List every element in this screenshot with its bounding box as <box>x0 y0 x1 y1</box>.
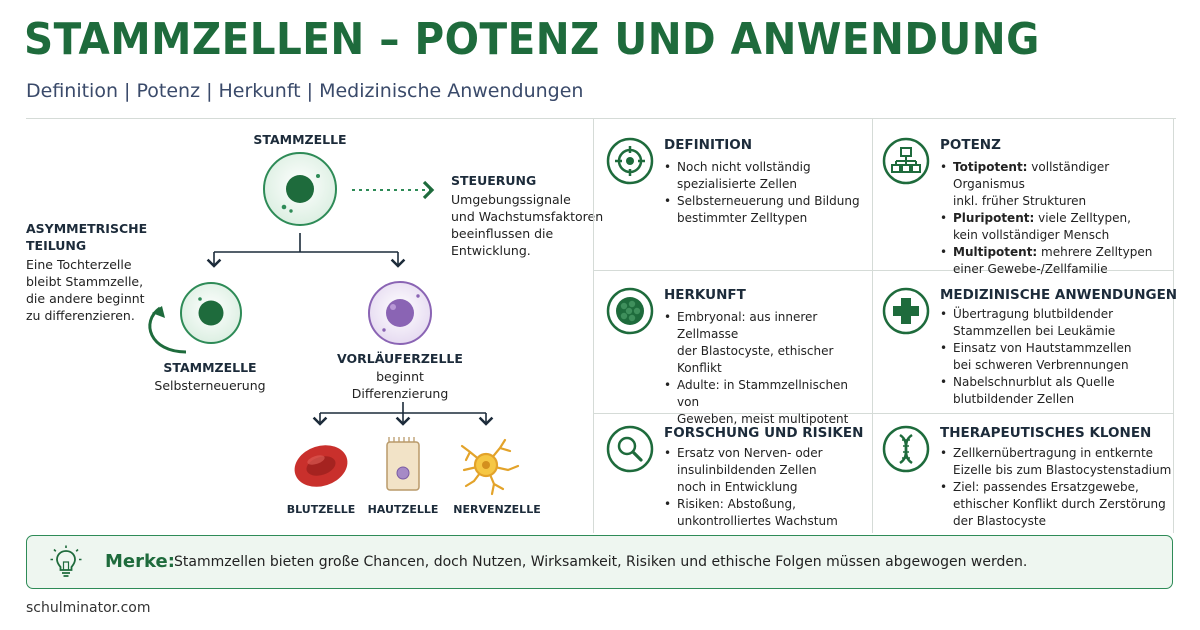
medical-cross-icon <box>882 287 930 335</box>
branch-line <box>214 233 398 253</box>
child-stem-sub: Selbsterneuerung <box>154 378 266 393</box>
grid-divider <box>593 413 1173 414</box>
asym-title: ASYMMETRISCHE TEILUNG <box>26 221 148 253</box>
nerve-cell-label: NERVENZELLE <box>453 503 541 516</box>
footer-source: schulminator.com <box>26 600 151 616</box>
list-item: Ersatz von Nerven- oderinsulinbildenden … <box>664 445 838 496</box>
child-stem-title: STAMMZELLE <box>163 360 257 375</box>
page-subtitle: Definition | Potenz | Herkunft | Medizin… <box>26 80 584 102</box>
progenitor-cell <box>368 281 432 345</box>
card-forschung: FORSCHUNG UND RISIKEN Ersatz von Nerven-… <box>606 425 866 533</box>
card-medizin: MEDIZINISCHE ANWENDUNGEN Übertragung blu… <box>882 287 1177 411</box>
list-item: Ziel: passendes Ersatzgewebe,ethischer K… <box>940 479 1171 530</box>
merke-box: Merke: Stammzellen bieten große Chancen,… <box>26 535 1173 589</box>
list-item: Zellkernübertragung in entkernteEizelle … <box>940 445 1171 479</box>
skin-cell-label: HAUTZELLE <box>367 503 439 516</box>
blood-cell <box>294 445 348 487</box>
nerve-cell <box>460 438 520 496</box>
grid-divider <box>593 270 1173 271</box>
progenitor-title: VORLÄUFERZELLE <box>337 351 463 366</box>
card-title: THERAPEUTISCHES KLONEN <box>940 425 1152 441</box>
steuerung-text: Umgebungssignale und Wachstumsfaktoren b… <box>451 192 604 258</box>
card-title: FORSCHUNG UND RISIKEN <box>664 425 864 441</box>
list-item: Totipotent: vollständiger Organismusinkl… <box>940 159 1172 210</box>
card-title: HERKUNFT <box>664 287 746 303</box>
card-title: MEDIZINISCHE ANWENDUNGEN <box>940 287 1178 303</box>
card-potenz: POTENZ Totipotent: vollständiger Organis… <box>882 137 1172 276</box>
card-klonen: THERAPEUTISCHES KLONEN Zellkernübertragu… <box>882 425 1172 533</box>
root-stem-cell <box>263 152 337 226</box>
dna-icon <box>882 425 930 473</box>
merke-text: Stammzellen bieten große Chancen, doch N… <box>174 554 1028 570</box>
card-definition: DEFINITION Noch nicht vollständigspezial… <box>606 137 866 267</box>
card-title: DEFINITION <box>664 137 753 153</box>
grid-divider <box>1173 119 1174 533</box>
card-herkunft: HERKUNFT Embryonal: aus innerer Zellmass… <box>606 287 866 426</box>
child-stem-cell <box>180 282 242 344</box>
card-title: POTENZ <box>940 137 1001 153</box>
root-cell-label: STAMMZELLE <box>253 132 347 147</box>
skin-cell <box>386 437 420 491</box>
list-item: Pluripotent: viele Zelltypen,kein vollst… <box>940 210 1172 244</box>
list-item: Adulte: in Stammzellnischen vonGeweben, … <box>664 377 866 428</box>
magnifier-icon <box>606 425 654 473</box>
target-icon <box>606 137 654 185</box>
blood-cell-label: BLUTZELLE <box>286 503 356 516</box>
page-title: STAMMZELLEN – POTENZ UND ANWENDUNG <box>24 14 1040 65</box>
header-divider <box>26 118 1176 119</box>
grid-divider <box>593 119 594 533</box>
grid-divider <box>872 119 873 533</box>
lightbulb-icon <box>50 545 82 577</box>
stem-cell-diagram <box>148 152 520 496</box>
list-item: Nabelschnurblut als Quelleblutbildender … <box>940 374 1132 408</box>
list-item: Risiken: Abstoßung,unkontrolliertes Wach… <box>664 496 838 530</box>
merke-title: Merke: <box>105 551 175 572</box>
blastocyst-icon <box>606 287 654 335</box>
progenitor-sub: beginnt Differenzierung <box>351 369 449 401</box>
steuerung-title: STEUERUNG <box>451 173 537 188</box>
card-list: Zellkernübertragung in entkernteEizelle … <box>940 445 1171 530</box>
hierarchy-icon <box>882 137 930 185</box>
card-list: Totipotent: vollständiger Organismusinkl… <box>940 159 1172 278</box>
card-list: Ersatz von Nerven- oderinsulinbildenden … <box>664 445 838 530</box>
asym-text: Eine Tochterzelle bleibt Stammzelle, die… <box>26 257 145 323</box>
